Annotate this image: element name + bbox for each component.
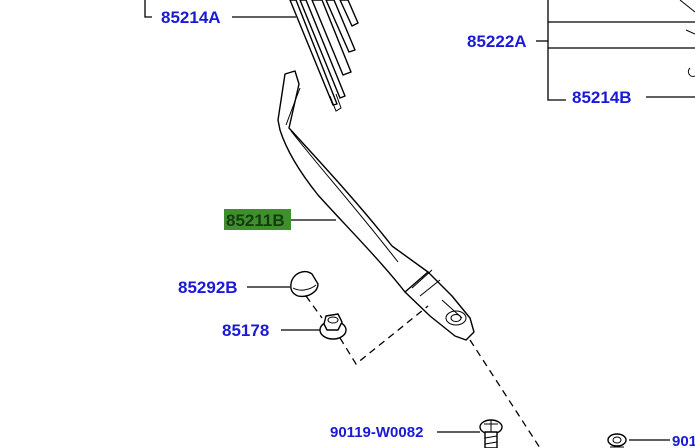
cap-85292b-drawing [290, 270, 319, 298]
callout-85178[interactable]: 85178 [222, 321, 269, 340]
callout-85211b[interactable]: 85211B [226, 211, 285, 230]
callout-85222a[interactable]: 85222A [467, 32, 527, 51]
callout-85292b[interactable]: 85292B [178, 278, 238, 297]
callout-85214b[interactable]: 85214B [572, 88, 632, 107]
callout-85214a[interactable]: 85214A [161, 8, 221, 27]
wiper-blade-drawing [289, 0, 359, 112]
highlight-85211b [224, 209, 291, 230]
callout-90119-w0082[interactable]: 90119-W0082 [330, 424, 423, 441]
wiper-arm-drawing [277, 70, 475, 341]
leader-lines [144, 0, 695, 441]
bolt-901-drawing [607, 433, 627, 448]
callout-901-partial[interactable]: 901 [672, 433, 695, 448]
linkage-bracket-drawing [547, 0, 695, 101]
nut-85178-drawing [319, 313, 347, 340]
assembly-dashed-lines [305, 295, 541, 448]
bolt-90119-drawing [479, 419, 503, 448]
